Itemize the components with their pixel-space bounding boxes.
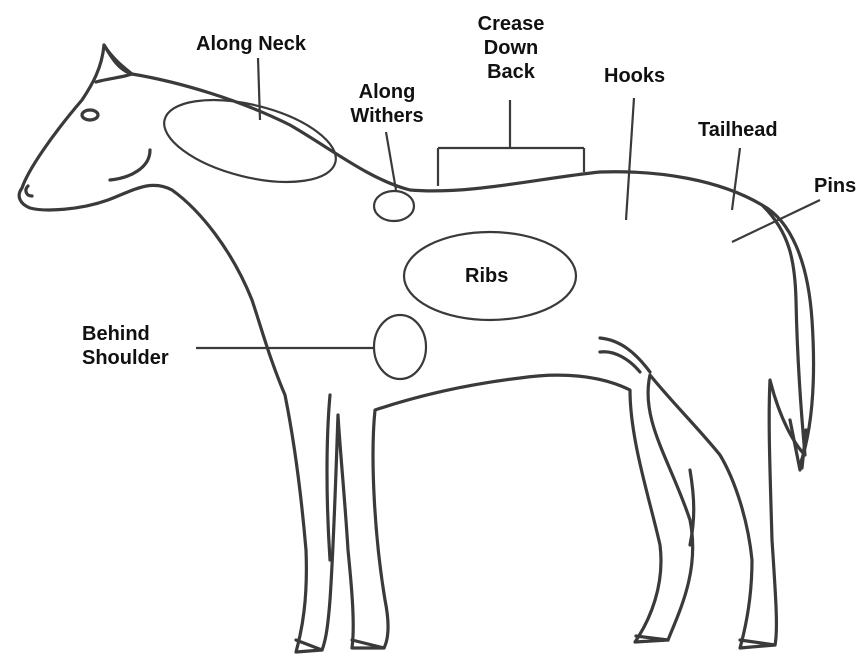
label-crease-line1: Crease <box>466 12 556 36</box>
label-crease-line3: Back <box>466 60 556 84</box>
label-along-withers-line2: Withers <box>342 104 432 128</box>
eye <box>82 110 98 120</box>
label-crease-down-back: Crease Down Back <box>466 12 556 84</box>
behind-shoulder-oval <box>374 315 426 379</box>
label-behind-shoulder: Behind Shoulder <box>82 322 169 370</box>
label-behind-line2: Shoulder <box>82 346 169 370</box>
label-ribs: Ribs <box>465 264 508 288</box>
tailhead-leader <box>732 148 740 210</box>
label-pins: Pins <box>814 174 856 198</box>
hooks-leader <box>626 98 634 220</box>
crease-bracket <box>438 100 584 186</box>
pins-leader <box>732 200 820 242</box>
along-withers-oval <box>374 191 414 221</box>
label-along-neck: Along Neck <box>196 32 306 56</box>
label-along-withers-line1: Along <box>342 80 432 104</box>
label-crease-line2: Down <box>466 36 556 60</box>
label-tailhead: Tailhead <box>698 118 778 142</box>
label-along-withers: Along Withers <box>342 80 432 128</box>
label-behind-line1: Behind <box>82 322 169 346</box>
label-hooks: Hooks <box>604 64 665 88</box>
